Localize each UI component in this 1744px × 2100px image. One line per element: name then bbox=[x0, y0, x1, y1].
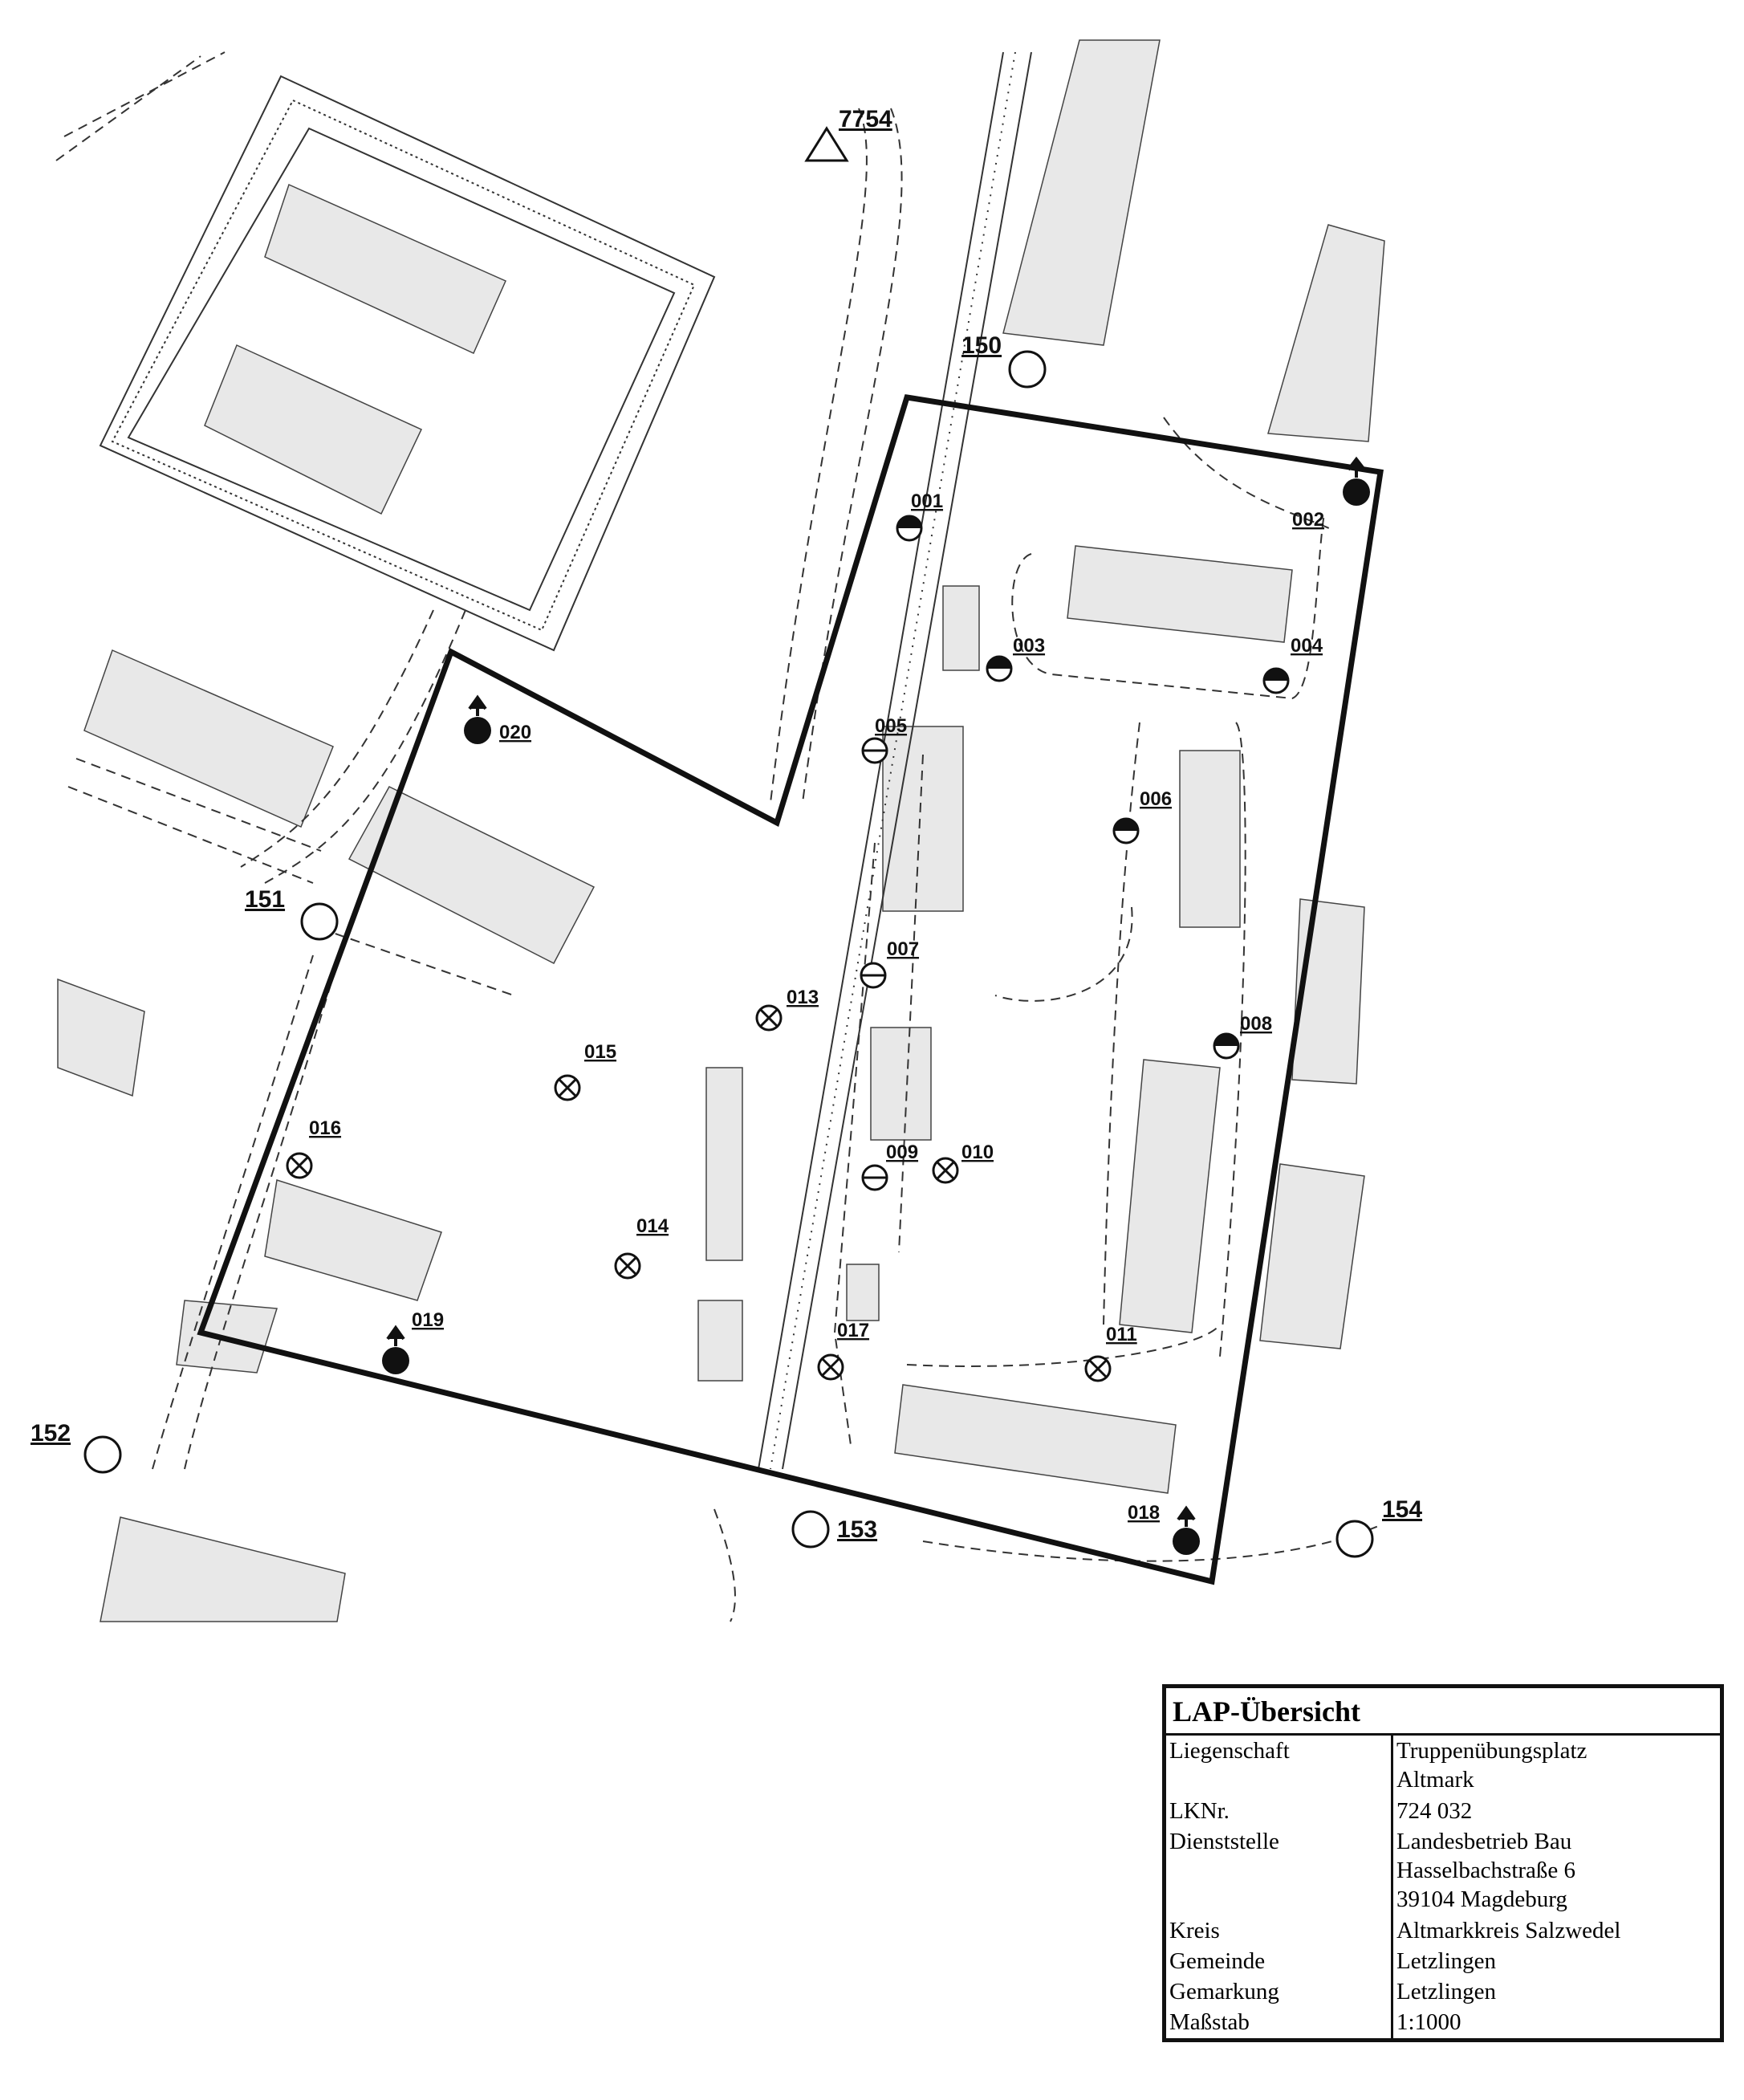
sample-point-002: 002 bbox=[1292, 456, 1370, 531]
svg-text:006: 006 bbox=[1140, 788, 1172, 810]
info-key-gemeinde: Gemeinde bbox=[1166, 1945, 1393, 1976]
sample-point-020: 020 bbox=[464, 694, 531, 744]
sample-point-011: 011 bbox=[1084, 1324, 1137, 1382]
info-row: Maßstab 1:1000 bbox=[1166, 2007, 1720, 2038]
info-value-liegenschaft: Truppenübungsplatz Altmark bbox=[1396, 1738, 1587, 1793]
survey-point-7754: 7754 bbox=[804, 106, 892, 162]
info-value-kreis: Altmarkkreis Salzwedel bbox=[1396, 1917, 1621, 1943]
svg-text:017: 017 bbox=[837, 1320, 869, 1341]
sample-point-004: 004 bbox=[1262, 635, 1323, 694]
info-value-dienststelle: Landesbetrieb Bau Hasselbachstraße 6 391… bbox=[1396, 1828, 1576, 1913]
info-value-gemarkung: Letzlingen bbox=[1396, 1979, 1497, 2004]
sample-point-005: 005 bbox=[861, 715, 907, 764]
info-key-gemarkung: Gemarkung bbox=[1166, 1976, 1393, 2008]
sample-point-007: 007 bbox=[860, 938, 919, 989]
sample-point-015: 015 bbox=[554, 1041, 616, 1101]
svg-text:016: 016 bbox=[309, 1117, 341, 1139]
info-row: Dienststelle Landesbetrieb Bau Hasselbac… bbox=[1166, 1825, 1720, 1915]
sample-point-003: 003 bbox=[986, 635, 1045, 682]
survey-point-150: 150 bbox=[961, 332, 1047, 389]
info-value-massstab: 1:1000 bbox=[1396, 2009, 1461, 2036]
svg-text:004: 004 bbox=[1291, 635, 1323, 657]
sample-point-008: 008 bbox=[1213, 1013, 1272, 1060]
svg-text:014: 014 bbox=[636, 1215, 669, 1237]
sample-point-001: 001 bbox=[896, 490, 943, 542]
sample-point-016: 016 bbox=[286, 1117, 341, 1179]
survey-point-152: 152 bbox=[30, 1420, 122, 1474]
info-key-dienststelle: Dienststelle bbox=[1166, 1825, 1393, 1915]
sample-point-017: 017 bbox=[817, 1320, 869, 1381]
survey-point-153: 153 bbox=[791, 1510, 877, 1549]
sample-point-019: 019 bbox=[382, 1309, 444, 1374]
svg-text:005: 005 bbox=[875, 715, 907, 737]
info-row: LKNr. 724 032 bbox=[1166, 1795, 1720, 1826]
svg-text:019: 019 bbox=[412, 1309, 444, 1331]
svg-text:001: 001 bbox=[911, 490, 943, 512]
svg-text:015: 015 bbox=[584, 1041, 616, 1063]
survey-point-154: 154 bbox=[1335, 1496, 1422, 1558]
sample-point-014: 014 bbox=[614, 1215, 669, 1280]
svg-text:003: 003 bbox=[1013, 635, 1045, 657]
info-row: Liegenschaft Truppenübungsplatz Altmark bbox=[1166, 1736, 1720, 1796]
sample-point-013: 013 bbox=[755, 987, 819, 1032]
info-box: LAP-Übersicht Liegenschaft Truppenübungs… bbox=[1162, 1684, 1724, 2042]
info-row: Gemeinde Letzlingen bbox=[1166, 1945, 1720, 1976]
sample-point-006: 006 bbox=[1112, 788, 1172, 844]
roads bbox=[55, 51, 1381, 1622]
info-row: Kreis Altmarkkreis Salzwedel bbox=[1166, 1915, 1720, 1946]
info-key-liegenschaft: Liegenschaft bbox=[1166, 1736, 1393, 1796]
info-key-massstab: Maßstab bbox=[1166, 2007, 1393, 2038]
info-table: Liegenschaft Truppenübungsplatz Altmark … bbox=[1166, 1736, 1720, 2038]
svg-text:153: 153 bbox=[837, 1516, 877, 1543]
info-key-lknr: LKNr. bbox=[1166, 1795, 1393, 1826]
sample-point-010: 010 bbox=[932, 1142, 994, 1184]
info-value-gemeinde: Letzlingen bbox=[1396, 1947, 1497, 1974]
sample-point-009: 009 bbox=[861, 1142, 918, 1191]
svg-text:009: 009 bbox=[886, 1142, 918, 1163]
buildings bbox=[57, 39, 1385, 1622]
svg-text:152: 152 bbox=[30, 1420, 71, 1447]
info-value-lknr: 724 032 bbox=[1396, 1797, 1473, 1824]
info-key-kreis: Kreis bbox=[1166, 1915, 1393, 1946]
svg-text:154: 154 bbox=[1382, 1496, 1422, 1523]
svg-text:020: 020 bbox=[499, 722, 531, 743]
survey-point-151: 151 bbox=[245, 886, 339, 941]
svg-text:018: 018 bbox=[1128, 1502, 1160, 1524]
embankment bbox=[99, 75, 716, 652]
svg-text:002: 002 bbox=[1292, 509, 1324, 531]
site-map: 7754 150 151 152 153 154 001 002 003 0 bbox=[30, 39, 1422, 1622]
sample-point-018: 018 bbox=[1128, 1502, 1200, 1555]
info-box-title: LAP-Übersicht bbox=[1166, 1688, 1720, 1736]
svg-text:008: 008 bbox=[1240, 1013, 1272, 1035]
svg-text:011: 011 bbox=[1106, 1324, 1137, 1345]
info-row: Gemarkung Letzlingen bbox=[1166, 1976, 1720, 2008]
svg-text:010: 010 bbox=[961, 1142, 994, 1163]
svg-text:150: 150 bbox=[961, 332, 1002, 359]
svg-text:7754: 7754 bbox=[839, 106, 892, 132]
svg-text:151: 151 bbox=[245, 886, 285, 913]
site-boundary bbox=[197, 394, 1384, 1585]
svg-text:007: 007 bbox=[887, 938, 919, 960]
svg-text:013: 013 bbox=[787, 987, 819, 1008]
